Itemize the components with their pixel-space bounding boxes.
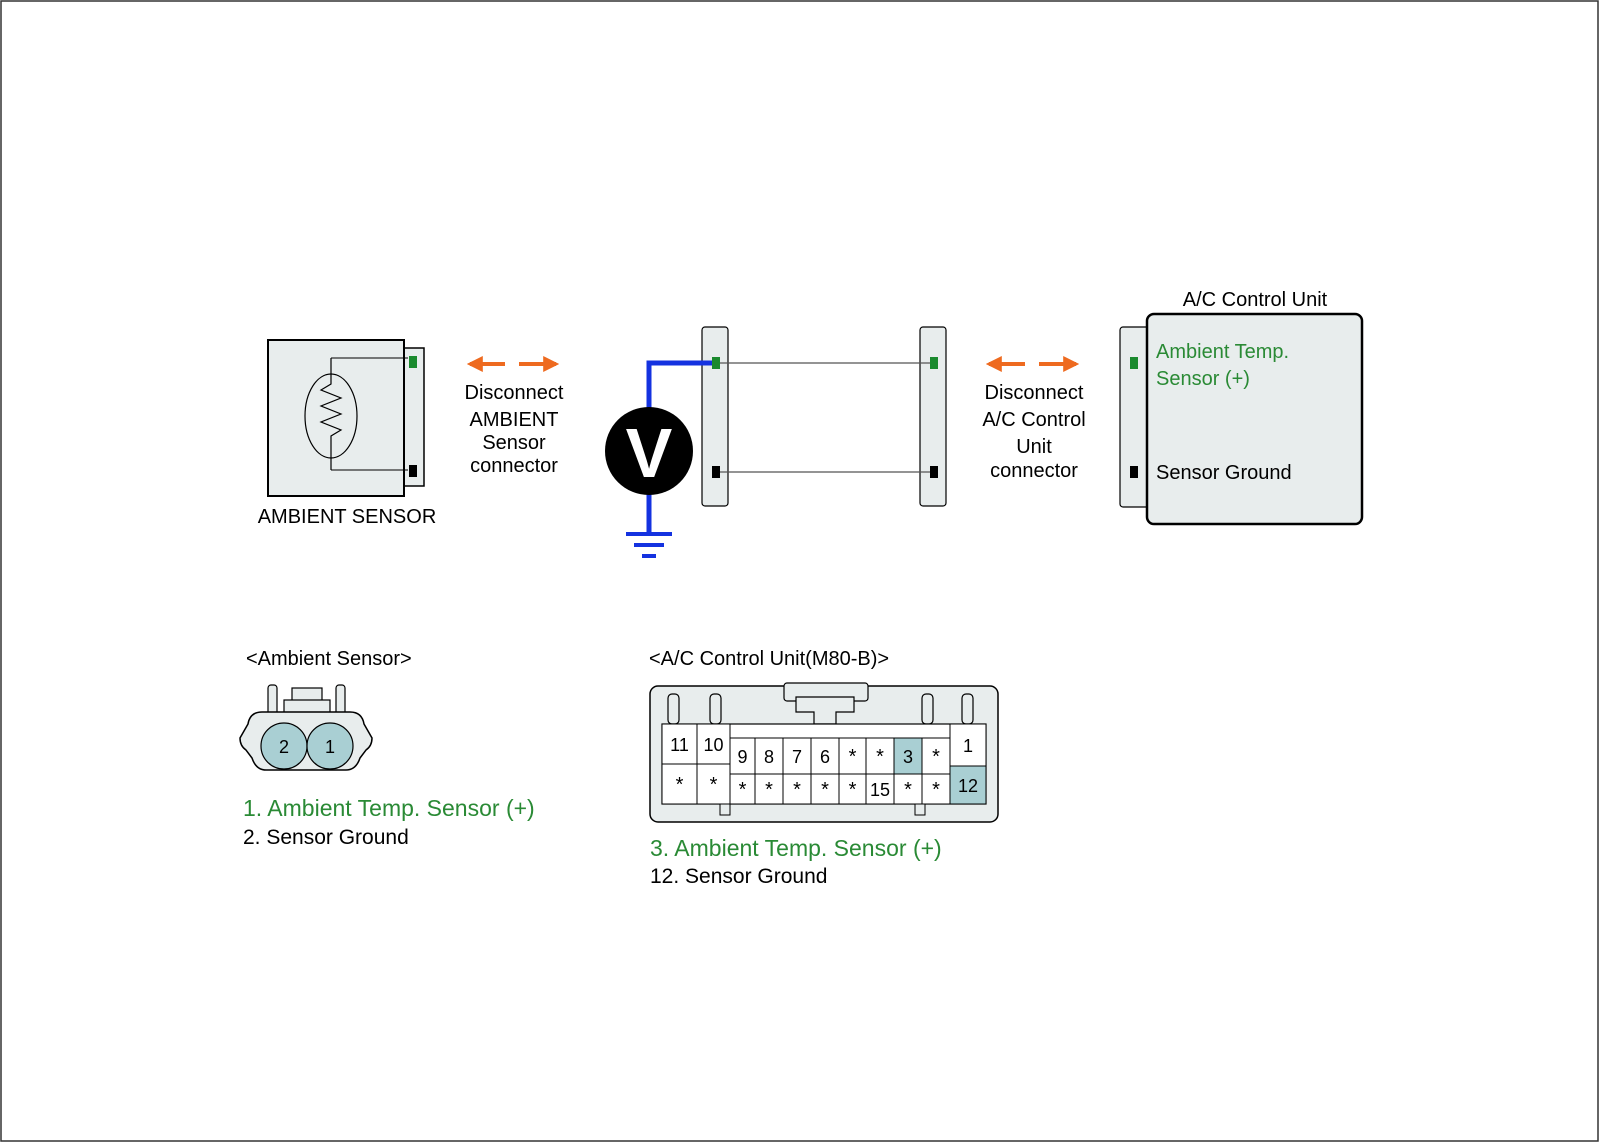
resistor-zigzag bbox=[319, 358, 343, 470]
control-unit-pin-positive-label1: Ambient Temp. bbox=[1156, 341, 1289, 363]
acu-pin-cell bbox=[782, 773, 812, 805]
acu-pin-cell bbox=[949, 765, 987, 805]
acu-pin-label: * bbox=[904, 779, 912, 801]
acu-pin-label: * bbox=[765, 779, 773, 801]
acu-pin-label: 8 bbox=[764, 747, 774, 767]
acu-pin-cell bbox=[921, 737, 951, 775]
acu-pin-cell bbox=[893, 773, 923, 805]
harness bbox=[701, 326, 947, 507]
acu-pin-cell bbox=[754, 773, 784, 805]
ambient-pin-1 bbox=[306, 722, 354, 770]
acu-pin-label: 12 bbox=[958, 776, 978, 796]
sensor-label: AMBIENT SENSOR bbox=[258, 506, 437, 528]
acu-pin-cell bbox=[921, 773, 951, 805]
probe-wire-positive bbox=[646, 360, 712, 420]
acu-pin-label: 9 bbox=[737, 747, 747, 767]
acu-legend-2: 12. Sensor Ground bbox=[650, 865, 827, 888]
disconnect-left-line2: AMBIENT bbox=[470, 409, 559, 431]
disconnect-left-line1: Disconnect bbox=[465, 382, 564, 404]
harness-left-pin-black bbox=[712, 466, 720, 478]
acu-pin-cell bbox=[782, 737, 812, 775]
ambient-legend-2: 2. Sensor Ground bbox=[243, 826, 409, 849]
acu-pin-cell bbox=[696, 763, 731, 805]
acu-foot-right bbox=[914, 802, 926, 816]
acu-pin-label: 11 bbox=[670, 735, 689, 755]
acu-pin-label: 10 bbox=[703, 735, 723, 755]
acu-pin-cell bbox=[810, 737, 840, 775]
ambient-legend-1: 1. Ambient Temp. Sensor (+) bbox=[243, 795, 535, 821]
acu-pin-label: * bbox=[932, 746, 940, 768]
disconnect-left-line4: connector bbox=[470, 455, 558, 477]
harness-right-pin-black bbox=[930, 466, 938, 478]
acu-pin-label: * bbox=[849, 746, 857, 768]
ambient-pin-2-label: 2 bbox=[279, 737, 289, 757]
acu-pin-label: 1 bbox=[963, 736, 973, 756]
ambient-connector-detail: <Ambient Sensor> 2 1 1. Ambient Temp. Se… bbox=[239, 648, 535, 849]
control-unit-pin-green bbox=[1130, 357, 1138, 369]
harness-connector-left bbox=[701, 326, 729, 507]
acu-latch-1 bbox=[667, 693, 680, 725]
harness-left-pin-green bbox=[712, 357, 720, 369]
control-unit-title: A/C Control Unit bbox=[1183, 289, 1328, 311]
acu-pin-cell bbox=[838, 737, 867, 775]
sensor-pin-green bbox=[409, 356, 417, 368]
control-unit-pin-ground-label: Sensor Ground bbox=[1156, 462, 1292, 484]
acu-pin-label: * bbox=[676, 774, 684, 796]
disconnect-left-text: Disconnect AMBIENT Sensor connector bbox=[465, 382, 564, 477]
ambient-pin-1-label: 1 bbox=[325, 737, 335, 757]
acu-pin-label: * bbox=[739, 779, 747, 801]
acu-pin-cell bbox=[810, 773, 840, 805]
control-unit-pin-positive-label2: Sensor (+) bbox=[1156, 368, 1250, 390]
acu-pin-cell bbox=[729, 773, 756, 805]
sensor-body bbox=[267, 339, 405, 497]
acu-legend-1: 3. Ambient Temp. Sensor (+) bbox=[650, 835, 942, 861]
disconnect-left-line3: Sensor bbox=[482, 432, 546, 454]
control-unit-pin-black bbox=[1130, 466, 1138, 478]
acu-pin-label: 7 bbox=[792, 747, 802, 767]
acu-pin-label: * bbox=[849, 779, 857, 801]
ac-control-unit: A/C Control Unit Ambient Temp. Sensor (+… bbox=[1119, 289, 1364, 526]
acu-latch-2 bbox=[709, 693, 722, 725]
acu-pin-label: * bbox=[821, 779, 829, 801]
acu-pin-label: * bbox=[932, 779, 940, 801]
harness-right-pin-green bbox=[930, 357, 938, 369]
disconnect-right-line1: Disconnect bbox=[985, 382, 1084, 404]
acu-latch-4 bbox=[961, 693, 974, 725]
sensor-pin-black bbox=[409, 465, 417, 477]
acu-pin-label: 15 bbox=[870, 780, 890, 800]
acu-latch-3 bbox=[921, 693, 934, 725]
voltmeter-icon bbox=[605, 407, 693, 495]
acu-pin-cell bbox=[893, 737, 923, 775]
acu-pin-label: * bbox=[876, 746, 884, 768]
disconnect-right-text: Disconnect A/C Control Unit connector bbox=[982, 382, 1085, 482]
disconnect-right-line3: Unit bbox=[1016, 436, 1052, 458]
acu-pin-cell bbox=[729, 737, 756, 775]
control-unit-connector-tab bbox=[1119, 326, 1151, 508]
ambient-sensor: AMBIENT SENSOR bbox=[258, 339, 437, 528]
acu-pin-label: 3 bbox=[903, 747, 913, 767]
control-unit-body bbox=[1145, 312, 1364, 526]
acu-pin-label: * bbox=[793, 779, 801, 801]
disconnect-right-line4: connector bbox=[990, 460, 1078, 482]
disconnect-right-line2: A/C Control bbox=[982, 409, 1085, 431]
voltmeter-symbol: V bbox=[626, 414, 673, 492]
acu-pin-cell bbox=[696, 723, 731, 765]
acu-connector-title: <A/C Control Unit(M80-B)> bbox=[649, 648, 889, 670]
voltmeter: V bbox=[605, 360, 712, 558]
acu-pin-cell bbox=[838, 773, 867, 805]
harness-connector-right bbox=[919, 326, 947, 507]
acu-foot-left bbox=[719, 802, 731, 816]
ambient-connector-title: <Ambient Sensor> bbox=[246, 648, 412, 670]
acu-pin-label: * bbox=[710, 774, 718, 796]
acu-pin-label: 6 bbox=[820, 747, 830, 767]
